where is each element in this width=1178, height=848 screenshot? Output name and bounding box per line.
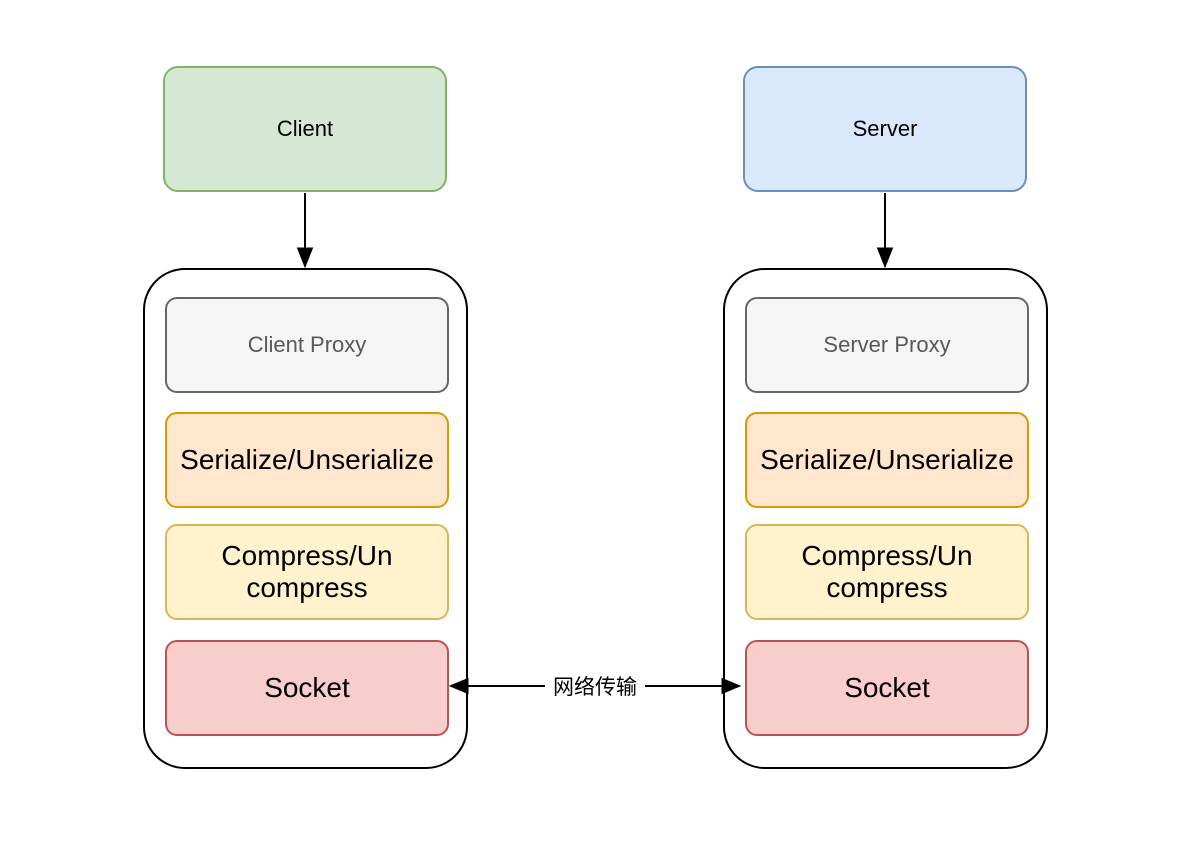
- server-socket-layer: Socket: [745, 640, 1029, 736]
- client-proxy-layer: Client Proxy: [165, 297, 449, 393]
- server-proxy-label: Server Proxy: [823, 332, 951, 358]
- server-compress-label: Compress/Un compress: [801, 539, 973, 603]
- client-serialize-layer: Serialize/Unserialize: [165, 412, 449, 508]
- client-compress-label: Compress/Un compress: [221, 539, 393, 603]
- server-proxy-layer: Server Proxy: [745, 297, 1029, 393]
- client-node-label: Client: [276, 116, 334, 141]
- client-to-stack-arrow: [296, 193, 314, 269]
- server-serialize-layer: Serialize/Unserialize: [745, 412, 1029, 508]
- client-node: Client: [163, 66, 447, 192]
- server-stack: Server Proxy Serialize/Unserialize Compr…: [723, 268, 1048, 769]
- server-node-label: Server: [852, 116, 918, 141]
- client-stack: Client Proxy Serialize/Unserialize Compr…: [143, 268, 468, 769]
- server-socket-label: Socket: [844, 671, 930, 703]
- client-proxy-label: Client Proxy: [247, 332, 367, 358]
- server-compress-layer: Compress/Un compress: [745, 524, 1029, 620]
- server-serialize-label: Serialize/Unserialize: [760, 443, 1014, 475]
- server-to-stack-arrow: [876, 193, 894, 269]
- network-transfer-label: 网络传输: [545, 669, 645, 703]
- client-serialize-label: Serialize/Unserialize: [180, 443, 434, 475]
- client-compress-layer: Compress/Un compress: [165, 524, 449, 620]
- client-socket-layer: Socket: [165, 640, 449, 736]
- server-node: Server: [743, 66, 1027, 192]
- client-socket-label: Socket: [264, 671, 350, 703]
